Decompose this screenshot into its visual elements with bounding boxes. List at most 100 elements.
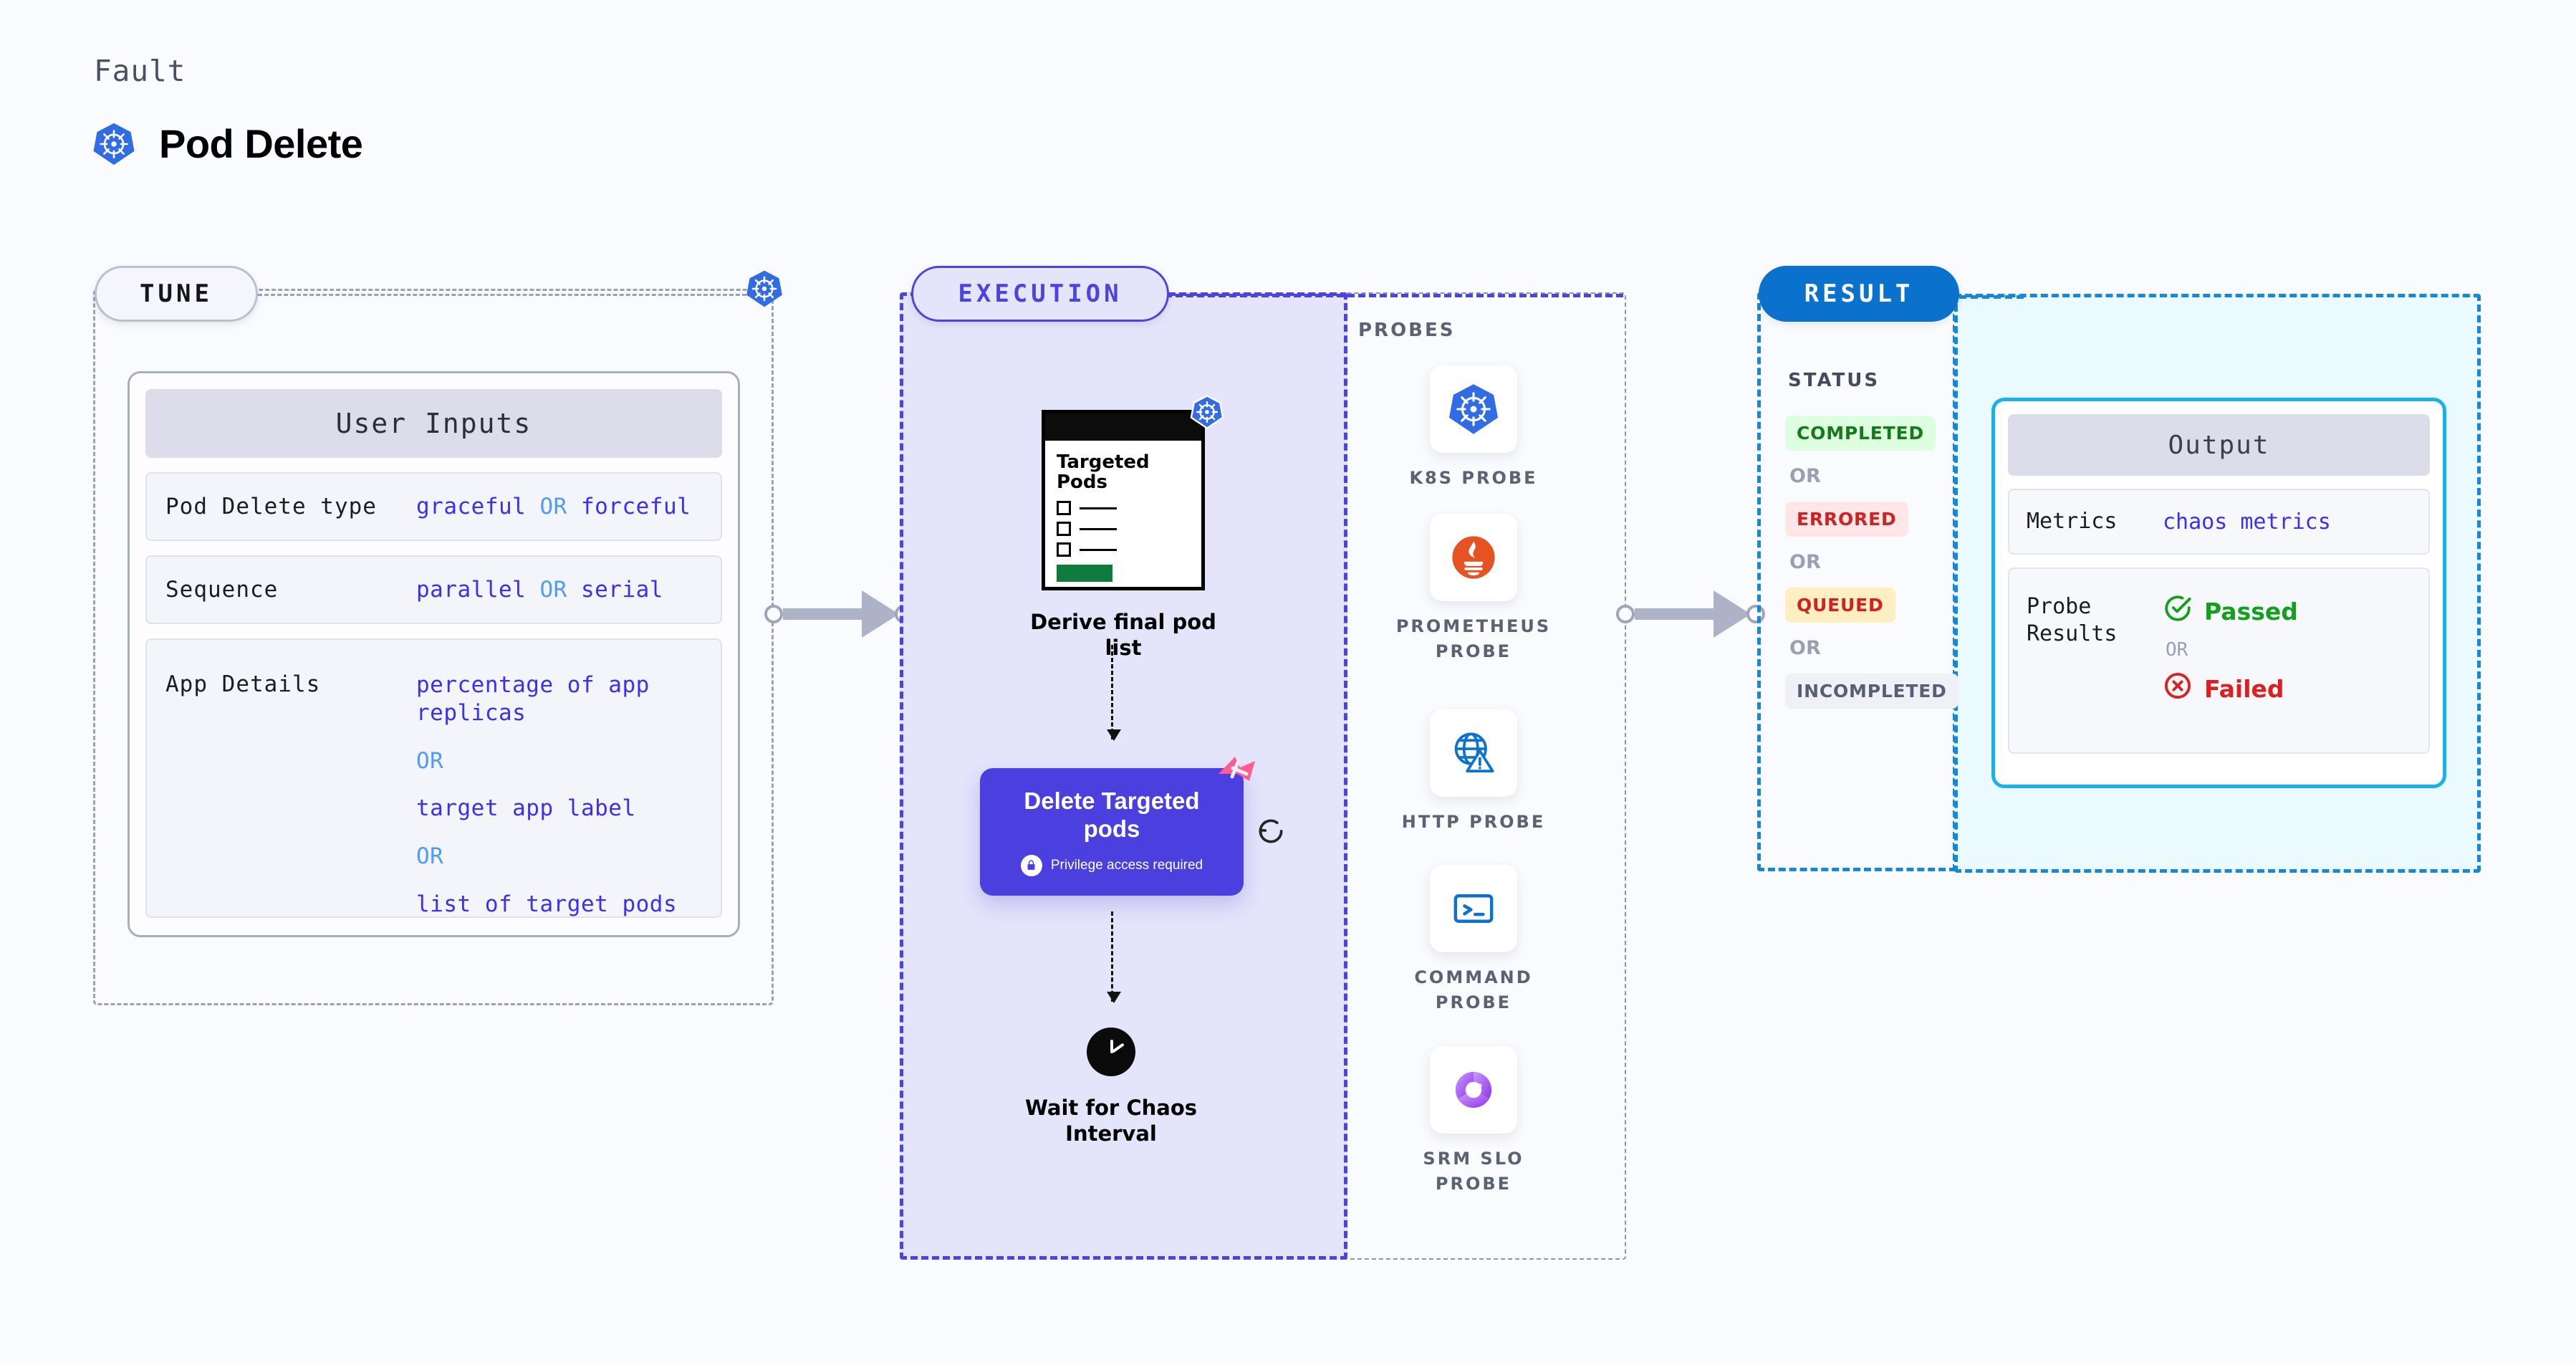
user-inputs-heading: User Inputs (145, 389, 722, 458)
tune-section (93, 289, 774, 1005)
row-key: Metrics (2027, 509, 2118, 535)
connector-tune-to-execution (764, 590, 913, 638)
probe-prometheus[interactable]: PROMETHEUS PROBE (1384, 514, 1563, 664)
value-list-of-target-pods: list of target pods (416, 891, 678, 917)
result-dashed-line (1959, 295, 2024, 299)
connector-shaft (783, 608, 863, 620)
tune-pill[interactable]: TUNE (95, 266, 258, 322)
kubernetes-icon (92, 122, 136, 166)
kubernetes-icon (745, 269, 784, 312)
output-row-probe-results: Probe Results Passed OR (2008, 567, 2430, 754)
row-key: Pod Delete type (165, 494, 377, 519)
retry-icon[interactable] (1255, 815, 1287, 851)
value-serial: serial (580, 577, 663, 603)
or-separator: OR (416, 747, 444, 774)
or-separator: OR (1789, 637, 1821, 659)
value-parallel: parallel (416, 577, 527, 603)
probe-command[interactable]: COMMAND PROBE (1384, 865, 1563, 1015)
fault-title-row: Pod Delete (92, 120, 363, 167)
kubernetes-icon (1190, 395, 1224, 433)
prometheus-icon (1430, 514, 1517, 601)
arrow-head-icon (862, 590, 899, 638)
status-badge: INCOMPLETED (1785, 674, 1959, 709)
execution-dashed-line (1165, 294, 1623, 297)
status-badge-list: COMPLETED OR ERRORED OR QUEUED OR INCOMP… (1785, 416, 1959, 709)
node-derive-final-pod-list[interactable]: Targeted Pods (1029, 395, 1224, 661)
connector-dot-start (764, 605, 783, 623)
node-label: Delete Targeted pods (1024, 787, 1200, 842)
value-forceful: forceful (580, 494, 691, 519)
value-graceful: graceful (416, 494, 527, 519)
input-row-sequence: Sequence parallel OR serial (145, 555, 722, 624)
terminal-icon (1430, 865, 1517, 952)
row-key: Sequence (165, 577, 279, 603)
or-separator: OR (1789, 465, 1821, 487)
kubernetes-icon (1430, 365, 1517, 453)
execution-pill[interactable]: EXECUTION (911, 266, 1169, 322)
row-value: percentage of app replicas OR target app… (416, 671, 702, 919)
value-percentage-of-app-replicas: percentage of app replicas (416, 672, 650, 726)
clock-icon (1087, 1028, 1135, 1076)
arrow-head-icon (1714, 590, 1751, 638)
checkbox-icon (1057, 522, 1071, 537)
node-wait-for-chaos-interval[interactable]: Wait for Chaos Interval (1024, 1028, 1198, 1147)
connector-execution-to-result (1616, 590, 1765, 638)
passed-label: Passed (2204, 597, 2298, 626)
status-badge: ERRORED (1785, 502, 1908, 537)
row-key: App Details (165, 671, 321, 697)
input-row-pod-delete-type: Pod Delete type graceful OR forceful (145, 472, 722, 541)
x-circle-icon (2163, 671, 2193, 707)
probe-k8s[interactable]: K8S PROBE (1384, 365, 1563, 491)
failed-label: Failed (2204, 674, 2284, 703)
result-pill[interactable]: RESULT (1759, 266, 1959, 322)
user-inputs-card: User Inputs Pod Delete type graceful OR … (128, 371, 740, 937)
tune-dashed-line (258, 294, 759, 296)
line-placeholder (1080, 548, 1117, 551)
probe-label: SRM SLO PROBE (1423, 1149, 1524, 1194)
probe-result-failed: Failed (2163, 671, 2298, 707)
checkbox-icon (1057, 501, 1071, 516)
probe-label: COMMAND PROBE (1414, 967, 1533, 1012)
row-key: Probe Results (2027, 594, 2118, 646)
or-separator: OR (539, 494, 567, 519)
output-card: Output Metrics chaos metrics Probe Resul… (1991, 398, 2446, 788)
node-label: Derive final pod list (1030, 610, 1216, 661)
probe-result-values: Passed OR Failed (2163, 593, 2298, 707)
probe-label: K8S PROBE (1409, 468, 1538, 488)
probe-result-passed: Passed (2163, 593, 2298, 629)
input-row-app-details: App Details percentage of app replicas O… (145, 638, 722, 918)
document-titlebar (1045, 413, 1201, 441)
probe-srm-slo[interactable]: SRM SLO PROBE (1384, 1046, 1563, 1197)
or-separator: OR (1789, 551, 1821, 573)
probe-label: PROMETHEUS PROBE (1395, 616, 1552, 661)
list-item (1057, 542, 1191, 557)
line-placeholder (1080, 507, 1117, 509)
status-badge: QUEUED (1785, 588, 1895, 623)
list-item (1057, 522, 1191, 537)
connector-dot-start (1616, 605, 1635, 623)
litmus-icon (1213, 752, 1261, 800)
page-title: Pod Delete (159, 121, 363, 166)
or-separator: OR (416, 843, 444, 869)
flow-arrow-down (1107, 911, 1121, 1003)
checkbox-icon (1057, 542, 1071, 557)
row-value: chaos metrics (2163, 509, 2331, 535)
privilege-note-text: Privilege access required (1050, 857, 1203, 873)
node-delete-targeted-pods[interactable]: Delete Targeted pods Privilege access re… (980, 757, 1255, 896)
output-heading: Output (2008, 414, 2430, 476)
green-bar (1057, 565, 1112, 583)
row-value: parallel OR serial (416, 577, 663, 603)
document-checklist (1057, 501, 1191, 557)
privilege-note: Privilege access required (1020, 854, 1203, 876)
connector-dot-end (1746, 605, 1765, 623)
check-circle-icon (2163, 593, 2193, 629)
node-label: Wait for Chaos Interval (1024, 1096, 1198, 1146)
flow-arrow-down (1107, 645, 1121, 741)
connector-shaft (1635, 608, 1715, 620)
probe-http[interactable]: HTTP PROBE (1384, 709, 1563, 835)
value-target-app-label: target app label (416, 795, 636, 822)
lock-icon (1020, 854, 1042, 876)
status-title: STATUS (1788, 370, 1880, 391)
document-title: Targeted Pods (1057, 451, 1150, 494)
